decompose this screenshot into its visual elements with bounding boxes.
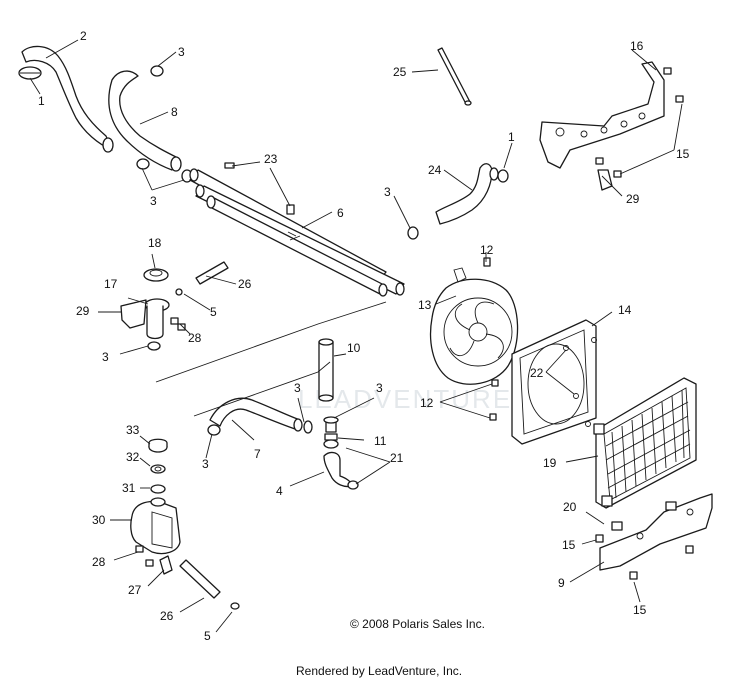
- callout-3: 3: [178, 45, 185, 59]
- callout-24: 24: [428, 163, 442, 177]
- callout-28: 28: [188, 331, 202, 345]
- callout-29: 29: [76, 304, 90, 318]
- hose-7: [207, 397, 313, 436]
- pipe-26-lower: [179, 559, 240, 610]
- callout-3: 3: [202, 457, 209, 471]
- callout-3: 3: [294, 381, 301, 395]
- bracket-16: [539, 61, 684, 191]
- connector-11: [323, 416, 339, 449]
- hose-24: [435, 163, 509, 225]
- callout-33: 33: [126, 423, 140, 437]
- callout-7: 7: [254, 447, 261, 461]
- rendered-by-footer: Rendered by LeadVenture, Inc.: [296, 664, 463, 678]
- callout-1: 1: [38, 94, 45, 108]
- bracket-9: [595, 493, 713, 580]
- radiator-19: [593, 377, 697, 509]
- callout-5: 5: [210, 305, 217, 319]
- callout-23: 23: [264, 152, 278, 166]
- callout-26: 26: [238, 277, 252, 291]
- callout-32: 32: [126, 450, 140, 464]
- pipe-6: [189, 168, 405, 297]
- callout-5: 5: [204, 629, 211, 643]
- pipe-26-upper: [175, 261, 229, 296]
- reservoir-30: [130, 497, 181, 575]
- hose-10: [318, 338, 334, 402]
- callout-labels: 2 1 3 8 3 23 6 3 25 1 24 16 15 29 12 13 …: [38, 29, 690, 643]
- callout-3: 3: [150, 194, 157, 208]
- callout-12: 12: [480, 243, 494, 257]
- callout-13: 13: [418, 298, 432, 312]
- clamp-3-top: [136, 65, 419, 240]
- callout-14: 14: [618, 303, 632, 317]
- hose-4: [323, 451, 359, 490]
- callout-28: 28: [92, 555, 106, 569]
- callout-11: 11: [374, 434, 387, 448]
- callout-3: 3: [384, 185, 391, 199]
- rod-25: [437, 47, 472, 106]
- callout-1: 1: [508, 130, 515, 144]
- callout-15: 15: [676, 147, 690, 161]
- filler-neck-17: [120, 298, 186, 351]
- fan-13: [429, 257, 519, 385]
- callout-30: 30: [92, 513, 106, 527]
- callout-26: 26: [160, 609, 174, 623]
- callout-12: 12: [420, 396, 434, 410]
- callout-17: 17: [104, 277, 118, 291]
- callout-8: 8: [171, 105, 178, 119]
- cap-33: [148, 438, 168, 494]
- callout-25: 25: [393, 65, 407, 79]
- hose-2: [21, 45, 114, 153]
- callout-29: 29: [626, 192, 640, 206]
- callout-15: 15: [562, 538, 576, 552]
- callout-18: 18: [148, 236, 162, 250]
- callout-27: 27: [128, 583, 142, 597]
- callout-2: 2: [80, 29, 87, 43]
- callout-22: 22: [530, 366, 544, 380]
- callout-21: 21: [390, 451, 404, 465]
- callout-10: 10: [347, 341, 361, 355]
- callout-6: 6: [337, 206, 344, 220]
- callout-9: 9: [558, 576, 565, 590]
- callout-3: 3: [102, 350, 109, 364]
- callout-16: 16: [630, 39, 644, 53]
- callout-20: 20: [563, 500, 577, 514]
- callout-19: 19: [543, 456, 557, 470]
- hose-8: [108, 70, 182, 172]
- cap-18: [143, 268, 169, 282]
- callout-4: 4: [276, 484, 283, 498]
- callout-3: 3: [376, 381, 383, 395]
- callout-31: 31: [122, 481, 136, 495]
- clamp-1-left: [18, 66, 42, 80]
- shroud-14: [489, 319, 597, 445]
- leader-lines: [29, 39, 683, 633]
- copyright-notice: © 2008 Polaris Sales Inc.: [350, 617, 485, 631]
- callout-15: 15: [633, 603, 647, 617]
